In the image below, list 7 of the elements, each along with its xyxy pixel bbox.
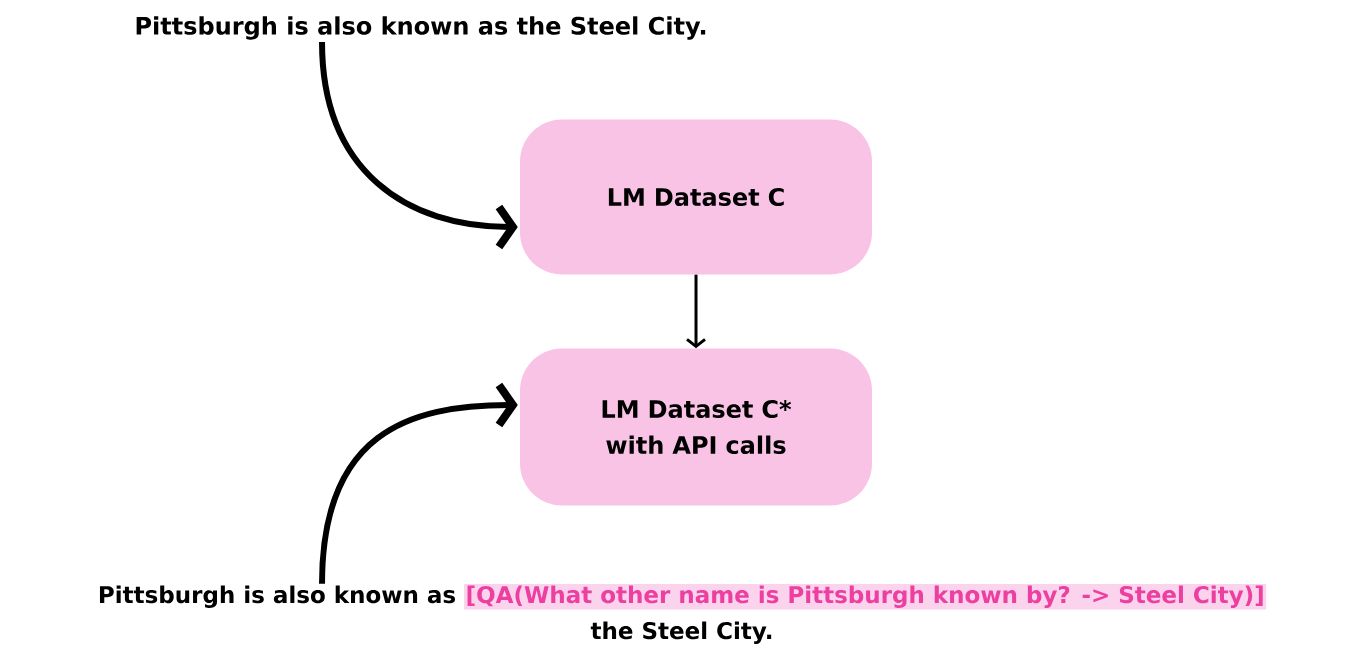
arrow <box>686 274 706 349</box>
caption-text: Pittsburgh is also known as the Steel City. <box>136 16 706 40</box>
arrow <box>319 382 518 584</box>
arrow <box>319 41 518 250</box>
process-box: LM Dataset C* with API calls <box>520 348 872 506</box>
process-box: LM Dataset C <box>520 119 872 275</box>
caption-text: Pittsburgh is also known as [QA(What other name is Pittsburgh known by? -> Steel City)] the Steel City. <box>99 584 1267 644</box>
